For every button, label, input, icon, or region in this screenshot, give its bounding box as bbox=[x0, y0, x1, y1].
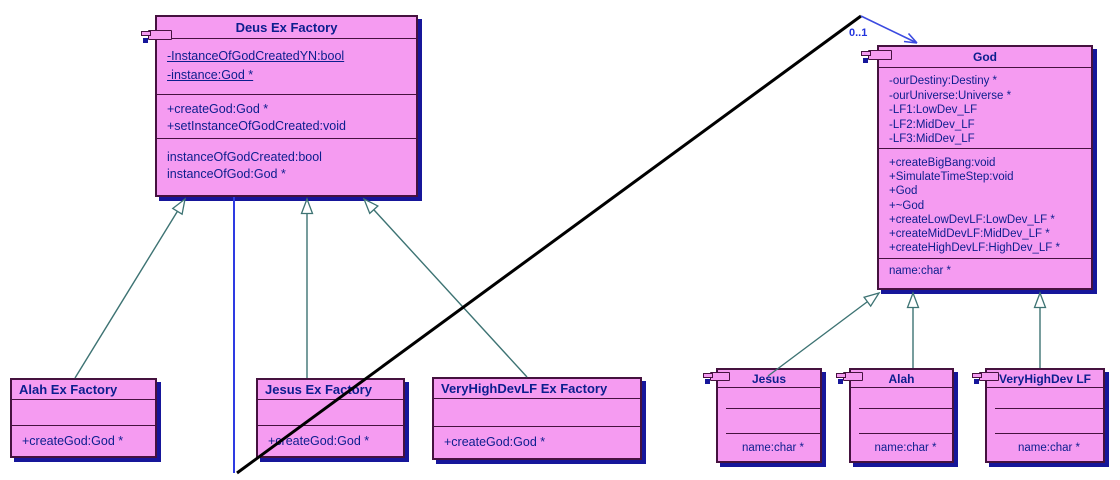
property-name: name:char * bbox=[889, 265, 952, 277]
method-createlowdevlf: +createLowDevLF:LowDev_LF * bbox=[889, 213, 1055, 226]
properties-compartment: instanceOfGodCreated:bool instanceOfGod:… bbox=[157, 138, 416, 195]
class-title-bar: Alah bbox=[836, 370, 952, 388]
class-icon bbox=[972, 372, 999, 384]
method-creategod: +createGod:God * bbox=[268, 434, 370, 448]
class-title-bar: VeryHighDevLF Ex Factory bbox=[434, 379, 640, 399]
class-title: Deus Ex Factory bbox=[235, 20, 338, 35]
attribute-instance: -instance:God * bbox=[167, 68, 254, 82]
association-arrow-to-god[interactable] bbox=[860, 15, 918, 44]
method-destructor: +~God bbox=[889, 199, 925, 212]
methods-compartment: +createGod:God * bbox=[434, 426, 640, 458]
attributes-compartment-empty bbox=[12, 400, 155, 425]
class-box-alah-ex-factory[interactable]: Alah Ex Factory +createGod:God * bbox=[10, 378, 157, 458]
class-title-bar: Jesus bbox=[703, 370, 820, 388]
attribute-lf3: -LF3:MidDev_LF bbox=[889, 133, 975, 146]
generalization-alahex-to-deus[interactable] bbox=[74, 197, 186, 379]
attributes-compartment-empty bbox=[851, 388, 952, 408]
generalization-vhdex-to-deus[interactable] bbox=[362, 197, 528, 378]
class-title: Alah Ex Factory bbox=[19, 382, 118, 397]
class-box-deus-ex-factory[interactable]: Deus Ex Factory -InstanceOfGodCreatedYN:… bbox=[141, 15, 418, 197]
method-setinstanceofgodcreated: +setInstanceOfGodCreated:void bbox=[167, 119, 346, 133]
class-title-bar: VeryHighDev LF bbox=[972, 370, 1103, 388]
class-box-jesus-ex-factory[interactable]: Jesus Ex Factory +createGod:God * bbox=[256, 378, 405, 458]
class-title-bar: Alah Ex Factory bbox=[12, 380, 155, 400]
class-title: Jesus Ex Factory bbox=[265, 382, 372, 397]
attributes-compartment-empty bbox=[434, 399, 640, 426]
class-box-alah[interactable]: Alah name:char * bbox=[836, 368, 954, 463]
property-name: name:char * bbox=[874, 442, 937, 454]
attributes-compartment: -InstanceOfGodCreatedYN:bool -instance:G… bbox=[157, 39, 416, 94]
properties-compartment: name:char * bbox=[726, 433, 820, 462]
class-title: Alah bbox=[888, 371, 915, 386]
properties-compartment: name:char * bbox=[859, 433, 952, 462]
association-multiplicity-label: 0..1 bbox=[849, 27, 868, 39]
method-createhighdevlf: +createHighDevLF:HighDev_LF * bbox=[889, 242, 1060, 255]
methods-compartment: +createGod:God * bbox=[258, 425, 403, 457]
method-creategod: +createGod:God * bbox=[167, 102, 269, 116]
attributes-compartment: -ourDestiny:Destiny * -ourUniverse:Unive… bbox=[879, 68, 1091, 148]
property-instanceofgod: instanceOfGod:God * bbox=[167, 167, 286, 181]
method-constructor: +God bbox=[889, 185, 918, 198]
class-title: VeryHighDev LF bbox=[998, 371, 1092, 386]
attribute-lf2: -LF2:MidDev_LF bbox=[889, 118, 975, 131]
class-box-jesus[interactable]: Jesus name:char * bbox=[703, 368, 822, 463]
class-title-bar: Deus Ex Factory bbox=[141, 17, 416, 43]
property-name: name:char * bbox=[1017, 442, 1080, 454]
properties-compartment: name:char * bbox=[995, 433, 1103, 462]
class-box-veryhighdevlf-ex-factory[interactable]: VeryHighDevLF Ex Factory +createGod:God … bbox=[432, 377, 642, 460]
attribute-instanceofgodcreatedyn: -InstanceOfGodCreatedYN:bool bbox=[167, 49, 345, 63]
class-icon bbox=[836, 372, 863, 384]
properties-compartment: name:char * bbox=[879, 258, 1091, 288]
methods-compartment-empty bbox=[726, 408, 820, 433]
method-createmiddevlf: +createMidDevLF:MidDev_LF * bbox=[889, 228, 1050, 241]
attribute-lf1: -LF1:LowDev_LF bbox=[889, 104, 978, 117]
attributes-compartment-empty bbox=[987, 388, 1103, 408]
class-title: Jesus bbox=[751, 371, 787, 386]
class-icon bbox=[141, 30, 172, 43]
methods-compartment-empty bbox=[995, 408, 1103, 433]
methods-compartment-empty bbox=[859, 408, 952, 433]
class-box-god[interactable]: God -ourDestiny:Destiny * -ourUniverse:U… bbox=[861, 45, 1093, 290]
attribute-ouruniverse: -ourUniverse:Universe * bbox=[889, 89, 1012, 102]
attributes-compartment-empty bbox=[258, 400, 403, 425]
class-title-bar: Jesus Ex Factory bbox=[258, 380, 403, 400]
methods-compartment: +createGod:God * bbox=[12, 425, 155, 457]
class-icon bbox=[703, 372, 730, 384]
generalization-jesus-to-god[interactable] bbox=[767, 291, 881, 377]
property-name: name:char * bbox=[741, 442, 804, 454]
class-title: God bbox=[973, 50, 997, 64]
class-icon bbox=[861, 50, 892, 63]
class-title-bar: God bbox=[861, 47, 1091, 68]
method-createbigbang: +createBigBang:void bbox=[889, 157, 996, 169]
property-instanceofgodcreated: instanceOfGodCreated:bool bbox=[167, 150, 322, 164]
method-simulatetimestep: +SimulateTimeStep:void bbox=[889, 171, 1014, 184]
attributes-compartment-empty bbox=[718, 388, 820, 408]
class-title: VeryHighDevLF Ex Factory bbox=[441, 381, 608, 396]
method-creategod: +createGod:God * bbox=[444, 435, 546, 449]
method-creategod: +createGod:God * bbox=[22, 434, 124, 448]
methods-compartment: +createGod:God * +setInstanceOfGodCreate… bbox=[157, 94, 416, 138]
methods-compartment: +createBigBang:void +SimulateTimeStep:vo… bbox=[879, 148, 1091, 258]
class-box-veryhighdev-lf[interactable]: VeryHighDev LF name:char * bbox=[972, 368, 1105, 463]
attribute-ourdestiny: -ourDestiny:Destiny * bbox=[889, 75, 998, 87]
